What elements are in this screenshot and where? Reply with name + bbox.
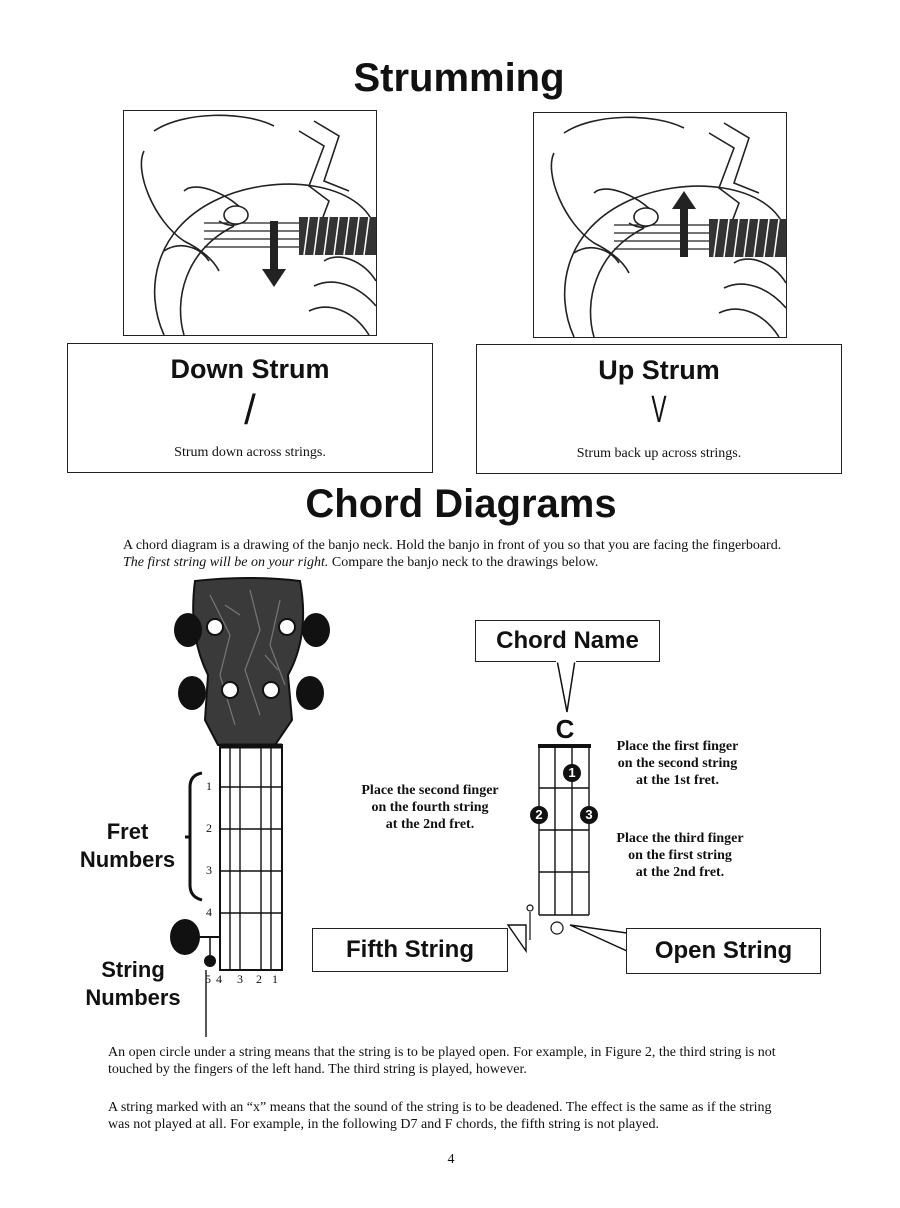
first-finger-note: Place the first finger on the second str…	[600, 738, 755, 789]
finger-number: 3	[585, 807, 593, 822]
finger-number: 2	[535, 807, 543, 822]
string-number: 5	[205, 972, 211, 986]
up-strum-photo	[533, 112, 787, 338]
fret-label-line2: Numbers	[79, 847, 176, 872]
open-string-callout: Open String	[626, 928, 821, 974]
string-number: 4	[216, 972, 222, 986]
intro-text-italic: The first string will be on your right.	[123, 555, 329, 570]
finger-dot-3	[580, 806, 598, 824]
up-strum-label: Up Strum	[598, 355, 720, 385]
string-number: 2	[256, 972, 262, 986]
fret-label-line1: Fret	[106, 819, 149, 844]
note-line: at the 2nd fret.	[635, 865, 725, 880]
note-line: on the fourth string	[371, 800, 489, 815]
up-strum-caption: Strum back up across strings.	[576, 446, 742, 461]
fret-number: 1	[206, 779, 212, 793]
note-line: on the second string	[617, 756, 738, 771]
chord-name-callout: Chord Name	[475, 620, 660, 662]
down-strum-label: Down Strum	[170, 354, 330, 384]
up-strum-symbol: V	[651, 389, 667, 431]
up-strum-box: Up Strum V Strum back up across strings.	[476, 344, 842, 474]
tuning-peg-left-lower	[178, 676, 206, 710]
chord-diagrams-title: Chord Diagrams	[305, 482, 617, 526]
finger-dot-1	[563, 764, 581, 782]
second-finger-note: Place the second finger on the fourth st…	[340, 782, 520, 833]
strumming-title: Strumming	[353, 56, 565, 100]
string-label-line2: Numbers	[85, 985, 181, 1010]
tuning-peg-right-upper	[302, 613, 330, 647]
fifth-string-peg	[170, 919, 200, 955]
intro-text-1: A chord diagram is a drawing of the banj…	[123, 538, 782, 553]
down-strum-symbol: /	[244, 386, 256, 433]
chord-intro-paragraph: A chord diagram is a drawing of the banj…	[123, 537, 803, 571]
note-line: on the first string	[628, 848, 732, 863]
fret-number: 4	[206, 905, 212, 919]
note-line: at the 2nd fret.	[385, 817, 475, 832]
tuning-peg-right-lower	[296, 676, 324, 710]
down-strum-photo	[123, 110, 377, 336]
callout-pointers	[506, 924, 628, 954]
string-number: 1	[272, 972, 278, 986]
note-line: at the 1st fret.	[636, 773, 719, 788]
tuning-peg-left-upper	[174, 613, 202, 647]
chord-c-diagram	[526, 660, 598, 940]
note-line: Place the second finger	[361, 783, 499, 798]
fifth-string-callout: Fifth String	[312, 928, 508, 972]
down-strum-box: Down Strum / Strum down across strings.	[67, 343, 433, 473]
banjo-neck-drawing	[170, 577, 330, 1037]
string-number: 3	[237, 972, 243, 986]
intro-text-2: Compare the banjo neck to the drawings b…	[331, 555, 599, 570]
string-label-line1: String	[101, 957, 165, 982]
chord-name: C	[555, 714, 575, 744]
fret-number: 2	[206, 821, 212, 835]
down-strum-caption: Strum down across strings.	[174, 445, 326, 460]
third-finger-note: Place the third finger on the first stri…	[600, 830, 760, 881]
open-circle-paragraph: An open circle under a string means that…	[108, 1045, 776, 1077]
finger-number: 1	[568, 765, 576, 780]
page-number: 4	[447, 1152, 455, 1167]
note-line: Place the first finger	[616, 739, 739, 754]
string-numbers-label: String Numbers	[68, 956, 198, 1012]
note-line: Place the third finger	[616, 831, 744, 846]
fret-numbers-label: Fret Numbers	[60, 818, 195, 874]
finger-dot-2	[530, 806, 548, 824]
string-x-paragraph: A string marked with an “x” means that t…	[108, 1100, 772, 1132]
fret-number: 3	[206, 863, 212, 877]
